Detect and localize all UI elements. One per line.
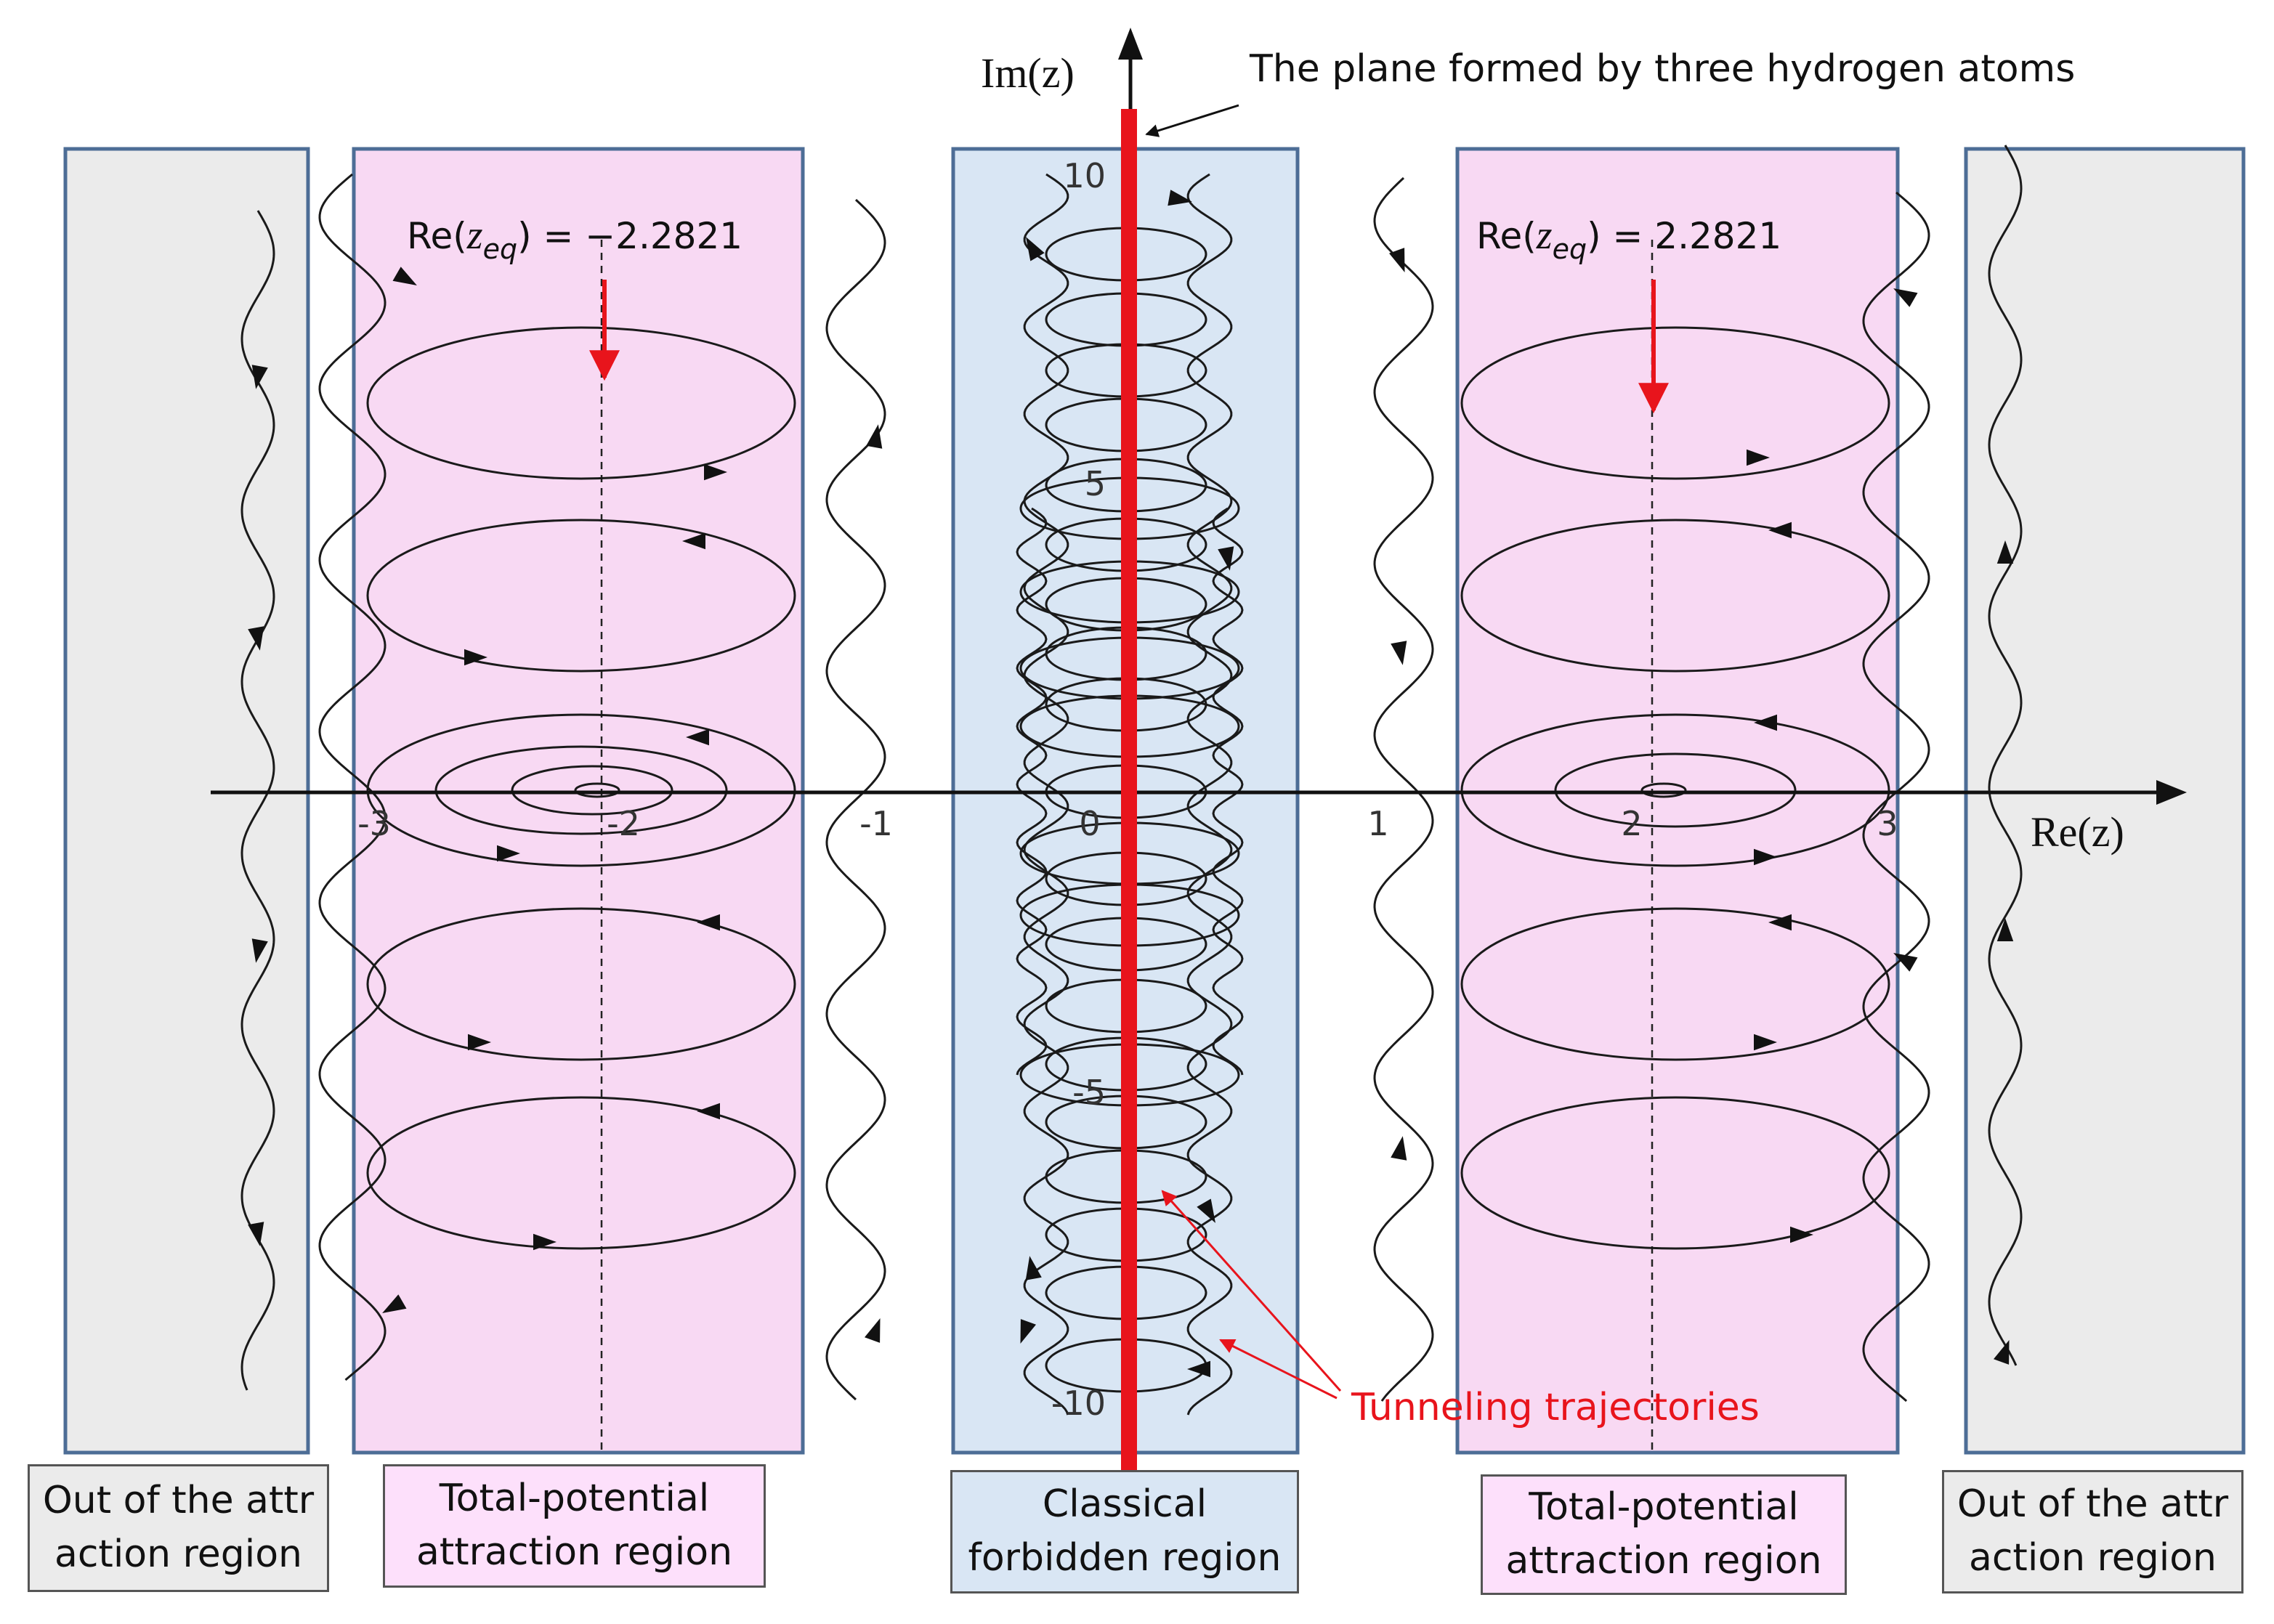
out-region-left-panel xyxy=(63,147,310,1455)
tunneling-annotation: Tunneling trajectories xyxy=(1351,1386,1760,1429)
direction-arrow-icon-26 xyxy=(1768,521,1792,539)
direction-arrow-icon-29 xyxy=(1768,914,1792,931)
attraction-edge-wave-right-outer xyxy=(1862,191,1930,1402)
out-region-right-caption: Out of the attr action region xyxy=(1942,1470,2243,1593)
direction-arrow-icon-20 xyxy=(497,845,520,862)
real-axis-label: Re(z) xyxy=(2031,808,2124,856)
direction-arrow-icon-31 xyxy=(1790,1226,1813,1243)
direction-arrow-icon-0 xyxy=(251,365,268,389)
direction-arrow-icon-10 xyxy=(1391,1136,1407,1161)
orbit-right-3 xyxy=(1460,1096,1890,1250)
orbit-right-center-core xyxy=(1640,782,1687,798)
forbidden-region-caption: Classical forbidden region xyxy=(950,1470,1299,1593)
direction-arrow-icon-22 xyxy=(468,1034,491,1051)
direction-arrow-icon-32 xyxy=(1168,190,1192,206)
orbit-left-center-core xyxy=(574,782,620,798)
orbit-left-center-mid xyxy=(434,745,728,835)
direction-arrow-icon-2 xyxy=(251,938,268,963)
plane-annotation: The plane formed by three hydrogen atoms xyxy=(1249,47,2075,91)
x-tick-label: 1 xyxy=(1367,804,1388,843)
orbit-left-center-inner xyxy=(511,765,673,816)
direction-arrow-icon-18 xyxy=(464,649,487,666)
attraction-region-right-panel xyxy=(1455,147,1900,1455)
orbit-right-0 xyxy=(1460,326,1890,480)
tunneling-pointer-lower xyxy=(1219,1339,1338,1400)
attraction-region-left-caption: Total-potential attraction region xyxy=(383,1464,766,1588)
y-tick-label: -10 xyxy=(1051,1384,1106,1423)
forbidden-wave-left xyxy=(1023,173,1069,1416)
direction-arrow-icon-17 xyxy=(682,532,705,550)
orbit-left-3 xyxy=(366,1096,796,1250)
attraction-region-right-caption: Total-potential attraction region xyxy=(1481,1474,1847,1595)
direction-arrow-icon-6 xyxy=(866,424,883,449)
direction-arrow-icon-34 xyxy=(1218,546,1234,571)
orbit-left-2 xyxy=(366,907,796,1061)
zeq-right-annotation: Re(zeq) = 2.2821 xyxy=(1476,213,1781,265)
direction-arrow-icon-33 xyxy=(1026,237,1045,261)
x-tick-label: -3 xyxy=(357,804,391,843)
outer-wave-right xyxy=(1988,145,2023,1366)
direction-arrow-icon-23 xyxy=(697,1103,720,1120)
orbit-left-center-outer xyxy=(366,713,796,867)
direction-arrow-icon-25 xyxy=(1747,449,1770,466)
direction-arrow-icon-9 xyxy=(1391,641,1407,665)
direction-arrow-icon-8 xyxy=(1389,248,1405,272)
forbidden-wave-right xyxy=(1186,173,1233,1416)
direction-arrow-icon-21 xyxy=(697,914,720,931)
x-tick-label: 2 xyxy=(1621,804,1642,843)
direction-arrow-icon-16 xyxy=(704,463,727,481)
x-tick-label: 3 xyxy=(1877,804,1898,843)
direction-arrow-icon-38 xyxy=(1187,1360,1210,1378)
x-tick-label: -2 xyxy=(607,804,640,843)
hydrogen-plane-line xyxy=(1121,109,1137,1474)
attraction-region-left-panel xyxy=(352,147,805,1455)
direction-arrow-icon-30 xyxy=(1754,1034,1777,1051)
y-tick-label: -5 xyxy=(1072,1073,1106,1112)
direction-arrow-icon-15 xyxy=(1994,1340,2010,1365)
direction-arrow-icon-5 xyxy=(382,1294,407,1313)
direction-arrow-icon-24 xyxy=(533,1233,557,1251)
y-tick-label: 10 xyxy=(1063,156,1106,195)
orbit-left-0 xyxy=(366,326,796,480)
imag-axis-arrow-icon xyxy=(1118,28,1143,60)
x-tick-label: 0 xyxy=(1079,804,1100,843)
y-tick-label: 5 xyxy=(1085,464,1106,503)
plane-pointer-line xyxy=(1145,104,1239,137)
direction-arrow-icon-28 xyxy=(1754,848,1777,866)
direction-arrow-icon-14 xyxy=(1996,918,2014,941)
orbit-left-1 xyxy=(366,519,796,673)
real-axis-arrow-icon xyxy=(2156,780,2187,805)
trajectory-arrowheads xyxy=(248,190,2014,1378)
orbit-right-1 xyxy=(1460,519,1890,673)
orbit-right-center-outer xyxy=(1460,713,1890,867)
direction-arrow-icon-12 xyxy=(1893,953,1918,972)
direction-arrow-icon-3 xyxy=(248,1222,264,1246)
direction-arrow-icon-36 xyxy=(1197,1198,1215,1223)
outer-wave-left xyxy=(240,210,275,1391)
attraction-edge-wave-right-inner xyxy=(1373,176,1434,1402)
x-tick-label: -1 xyxy=(859,804,893,843)
direction-arrow-icon-7 xyxy=(865,1318,881,1343)
imag-axis-label: Im(z) xyxy=(981,49,1075,97)
attraction-edge-wave-left-inner xyxy=(825,198,886,1401)
direction-arrow-icon-4 xyxy=(392,267,417,285)
zeq-left-annotation: Re(zeq) = −2.2821 xyxy=(407,213,743,265)
direction-arrow-icon-27 xyxy=(1754,714,1777,731)
orbit-right-center-mid xyxy=(1554,752,1797,828)
out-region-left-caption: Out of the attr action region xyxy=(28,1464,329,1592)
attraction-edge-wave-left-outer xyxy=(318,173,387,1381)
direction-arrow-icon-13 xyxy=(1996,540,2014,564)
direction-arrow-icon-37 xyxy=(1020,1319,1036,1344)
direction-arrow-icon-1 xyxy=(248,626,264,651)
orbit-right-2 xyxy=(1460,907,1890,1061)
direction-arrow-icon-35 xyxy=(1025,1256,1042,1280)
tunneling-pointer-upper xyxy=(1161,1190,1342,1392)
out-region-right-panel xyxy=(1964,147,2246,1455)
direction-arrow-icon-19 xyxy=(686,728,709,746)
direction-arrow-icon-11 xyxy=(1893,288,1918,307)
